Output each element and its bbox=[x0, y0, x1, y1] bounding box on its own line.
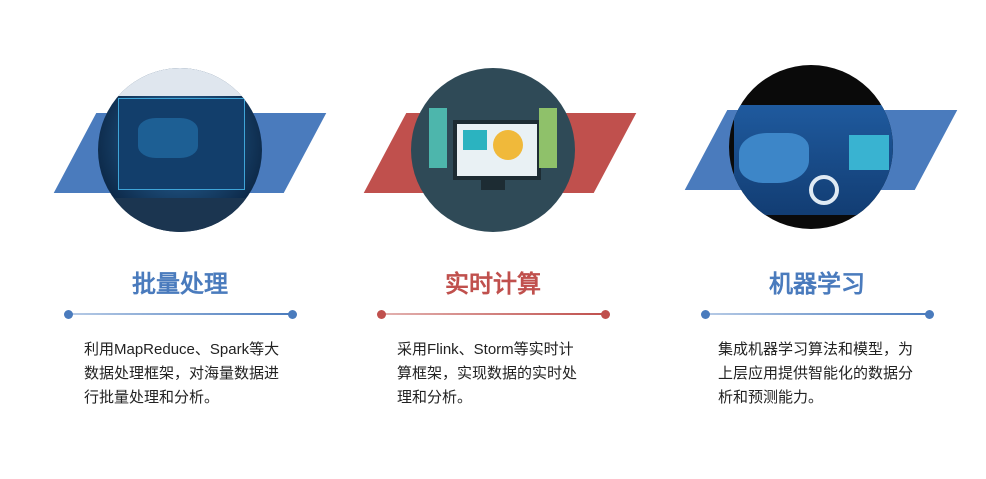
card-description: 采用Flink、Storm等实时计算框架，实现数据的实时处理和分析。 bbox=[397, 341, 578, 406]
divider bbox=[701, 309, 934, 319]
divider bbox=[64, 309, 297, 319]
card-title: 实时计算 bbox=[445, 271, 541, 298]
batch-image bbox=[98, 68, 262, 232]
ml-image bbox=[729, 65, 893, 229]
card-title: 机器学习 bbox=[769, 271, 865, 298]
card-title: 批量处理 bbox=[132, 271, 228, 298]
card-description: 集成机器学习算法和模型，为上层应用提供智能化的数据分析和预测能力。 bbox=[718, 341, 914, 406]
divider bbox=[377, 309, 610, 319]
card-description: 利用MapReduce、Spark等大数据处理框架，对海量数据进行批量处理和分析… bbox=[84, 341, 280, 406]
realtime-image bbox=[411, 68, 575, 232]
